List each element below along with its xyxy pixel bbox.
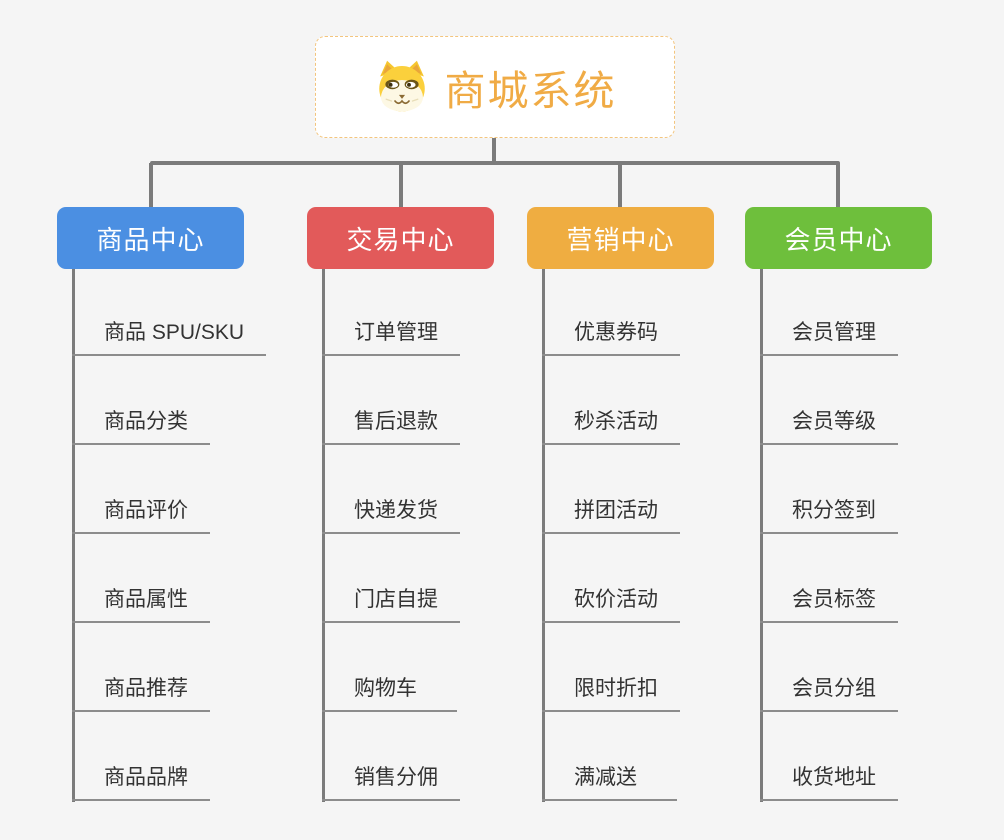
leaf-node[interactable]: 限时折扣 [542, 674, 680, 712]
root-title: 商城系统 [444, 68, 617, 114]
branch-node-members[interactable]: 会员中心 [745, 207, 932, 269]
branch-node-trade[interactable]: 交易中心 [307, 207, 494, 269]
leaf-node[interactable]: 会员标签 [760, 585, 898, 623]
branch-column-members: 会员中心 会员管理 会员等级 积分签到 会员标签 会员分组 收货地址 [745, 207, 995, 817]
leaf-node[interactable]: 积分签到 [760, 496, 898, 534]
connector-branch-line [322, 269, 325, 802]
branch-column-marketing: 营销中心 优惠券码 秒杀活动 拼团活动 砍价活动 限时折扣 满减送 [527, 207, 777, 817]
leaf-node[interactable]: 订单管理 [322, 318, 460, 356]
leaf-node[interactable]: 售后退款 [322, 407, 460, 445]
branch-node-products[interactable]: 商品中心 [57, 207, 244, 269]
leaf-node[interactable]: 会员分组 [760, 674, 898, 712]
connector-drop-3 [618, 163, 622, 210]
leaf-node[interactable]: 会员管理 [760, 318, 898, 356]
leaf-node[interactable]: 优惠券码 [542, 318, 680, 356]
leaf-node[interactable]: 商品分类 [72, 407, 210, 445]
branch-column-trade: 交易中心 订单管理 售后退款 快递发货 门店自提 购物车 销售分佣 [307, 207, 557, 817]
leaf-node[interactable]: 商品品牌 [72, 763, 210, 801]
connector-branch-line [72, 269, 75, 802]
leaf-node[interactable]: 销售分佣 [322, 763, 460, 801]
connector-drop-4 [836, 163, 840, 210]
connector-drop-2 [399, 163, 403, 210]
doge-icon [378, 60, 425, 112]
connector-root-drop [492, 138, 496, 164]
leaf-node[interactable]: 砍价活动 [542, 585, 680, 623]
leaf-node[interactable]: 满减送 [542, 763, 677, 801]
leaf-node[interactable]: 快递发货 [322, 496, 460, 534]
leaf-node[interactable]: 商品推荐 [72, 674, 210, 712]
leaf-node[interactable]: 购物车 [322, 674, 457, 712]
leaf-node[interactable]: 商品 SPU/SKU [72, 318, 267, 356]
root-node[interactable]: 商城系统 [315, 36, 675, 138]
branch-column-products: 商品中心 商品 SPU/SKU 商品分类 商品评价 商品属性 商品推荐 商品品牌 [57, 207, 307, 817]
connector-drop-1 [149, 163, 153, 210]
branch-node-marketing[interactable]: 营销中心 [527, 207, 714, 269]
connector-branch-line [542, 269, 545, 802]
leaf-node[interactable]: 收货地址 [760, 763, 898, 801]
leaf-node[interactable]: 商品属性 [72, 585, 210, 623]
leaf-node[interactable]: 商品评价 [72, 496, 210, 534]
connector-branch-line [760, 269, 763, 802]
connector-bus [150, 161, 840, 165]
leaf-node[interactable]: 秒杀活动 [542, 407, 680, 445]
leaf-node[interactable]: 拼团活动 [542, 496, 680, 534]
leaf-node[interactable]: 门店自提 [322, 585, 460, 623]
leaf-node[interactable]: 会员等级 [760, 407, 898, 445]
